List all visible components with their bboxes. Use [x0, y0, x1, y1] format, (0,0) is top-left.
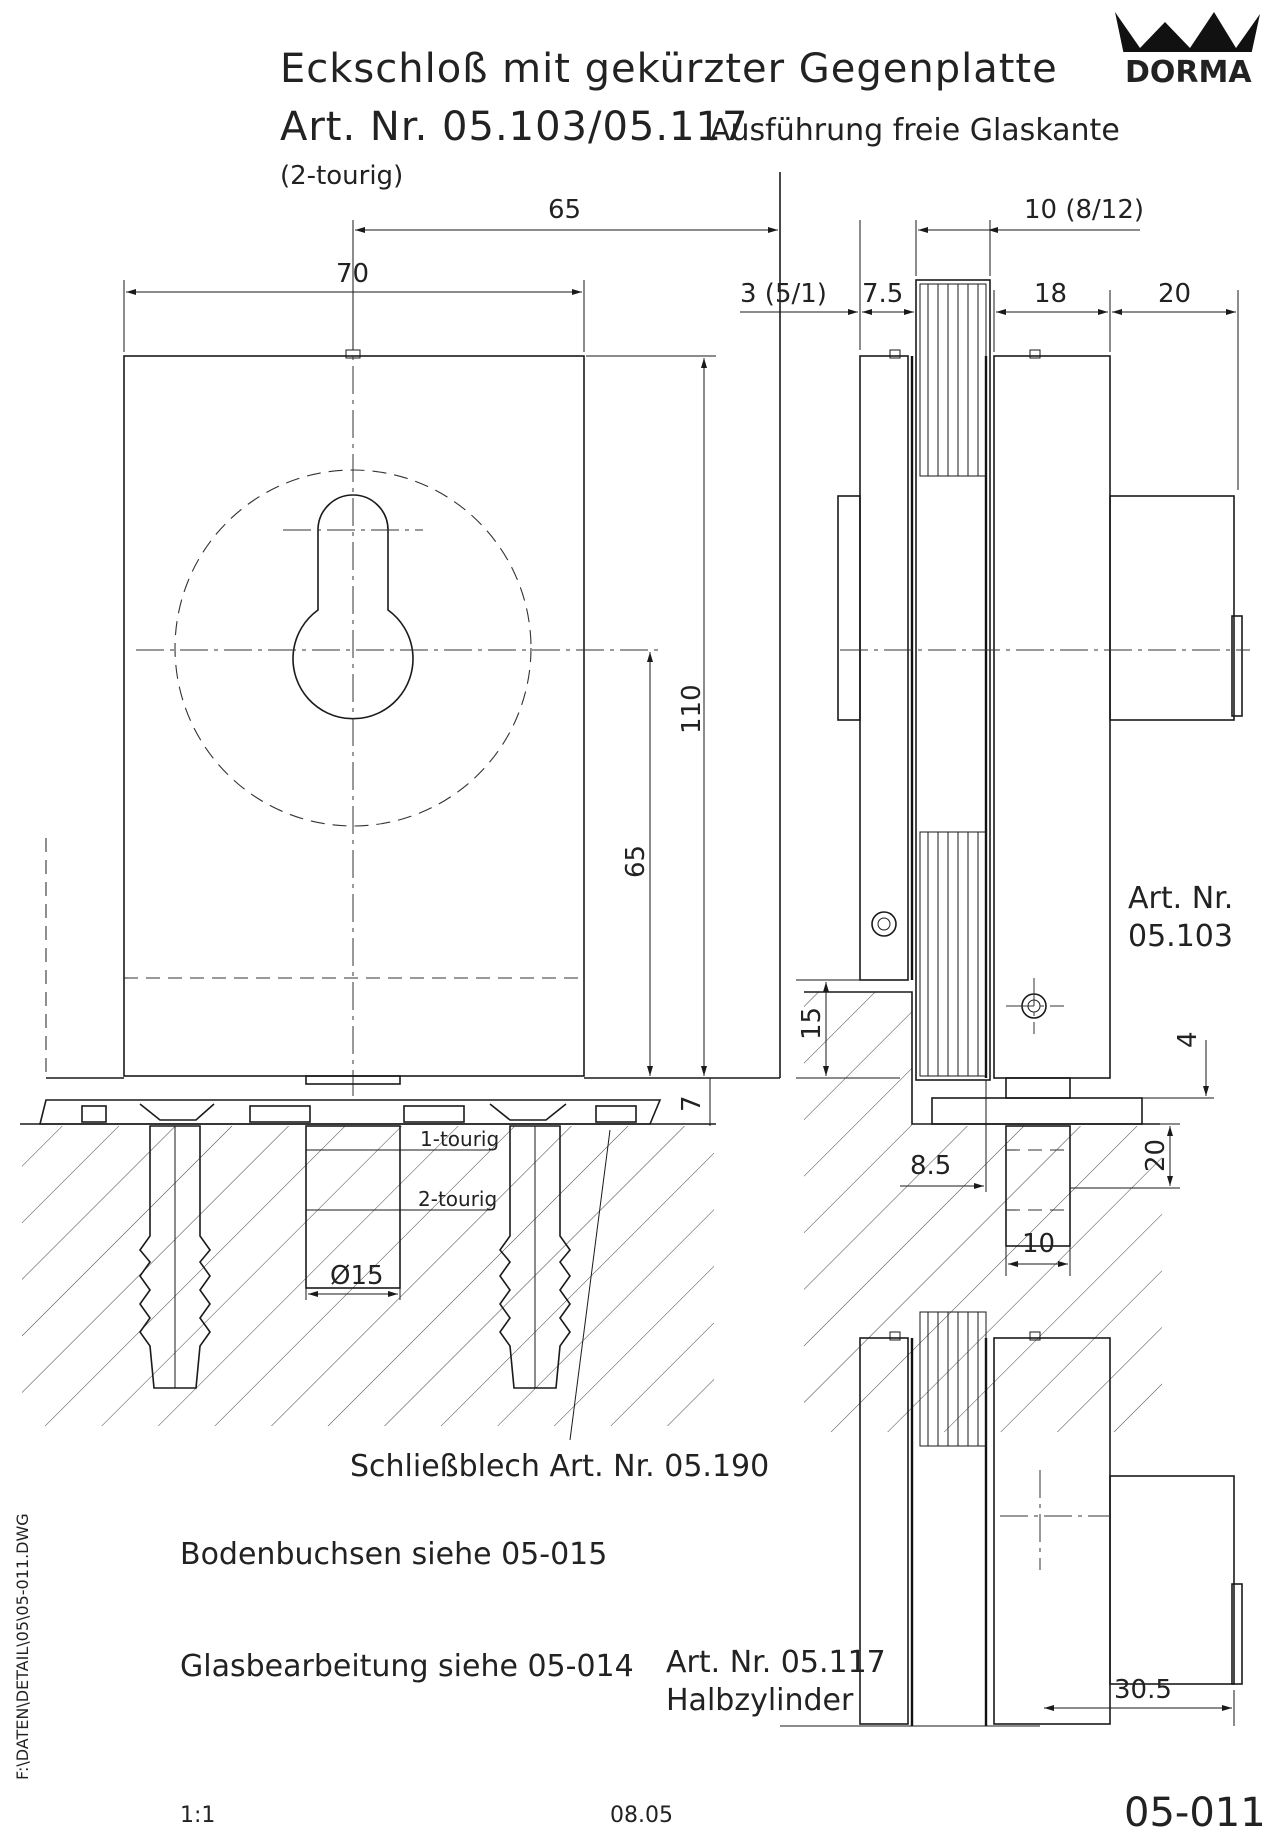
dim-20-top: 20: [1158, 279, 1191, 309]
date-label: 08.05: [610, 1803, 673, 1828]
title-line-3: (2-tourig): [280, 161, 403, 191]
title-line-1: Eckschloß mit gekürzter Gegenplatte: [280, 46, 1058, 92]
dim-15: 15: [797, 1007, 827, 1040]
side-view-05117: 30.5 Art. Nr. 05.117 Halbzylinder: [666, 1311, 1243, 1727]
cylinder-body: [1109, 495, 1235, 721]
glass-pane: [915, 279, 991, 1081]
label-1-tourig: 1-tourig: [420, 1127, 499, 1151]
label-art-103-line2: 05.103: [1128, 919, 1233, 954]
label-2-tourig: 2-tourig: [418, 1187, 497, 1211]
crown-icon: [1115, 12, 1260, 60]
label-art-117-line1: Art. Nr. 05.117: [666, 1645, 886, 1680]
sheet-number: 05-011: [1124, 1790, 1266, 1836]
floor-hatch: [912, 1126, 1162, 1432]
keyhole-icon: [292, 494, 414, 720]
dim-20-side: 20: [1141, 1139, 1171, 1172]
title-suffix: Ausführung freie Glaskante: [710, 113, 1120, 148]
title-block: Eckschloß mit gekürzter Gegenplatte Art.…: [280, 46, 1120, 191]
title-line-2: Art. Nr. 05.103/05.117: [280, 104, 748, 150]
anchor-left: [138, 1125, 212, 1389]
dim-diameter-15: Ø15: [330, 1261, 384, 1291]
anchor-right: [498, 1125, 572, 1389]
note-bodenbuchsen: Bodenbuchsen siehe 05-015: [180, 1537, 607, 1572]
scale-label: 1:1: [180, 1803, 215, 1828]
floor-hatch: [22, 1126, 714, 1426]
label-art-103-line1: Art. Nr.: [1128, 881, 1233, 916]
left-lock-body: [859, 355, 909, 981]
dim-30-5: 30.5: [1114, 1675, 1172, 1705]
file-path: F:\DATEN\DETAIL\05\05-011.DWG: [13, 1513, 32, 1780]
right-lock-body: [993, 355, 1111, 1079]
dim-70: 70: [336, 259, 369, 289]
side-view-05103: 10 (8/12) 3 (5/1) 7.5 18 20 15 4 20 8.5: [740, 195, 1250, 1432]
note-glasbearbeitung: Glasbearbeitung siehe 05-014: [180, 1649, 634, 1684]
dim-7-5: 7.5: [862, 279, 903, 309]
gasket-top: [919, 1311, 987, 1447]
dim-7: 7: [677, 1095, 707, 1112]
label-art-117-line2: Halbzylinder: [666, 1683, 854, 1718]
dim-110: 110: [677, 684, 707, 734]
screw-icon: [871, 911, 897, 937]
dim-10-bottom: 10: [1022, 1229, 1055, 1259]
lock-plate-front: [123, 355, 585, 1077]
dim-65-vertical: 65: [621, 845, 651, 878]
half-cylinder-body: [1109, 1475, 1235, 1685]
dim-65-top: 65: [548, 195, 581, 225]
front-view: 65 70 110 65 7 1-tourig 2-tourig Ø15 Sch…: [20, 172, 781, 1484]
gasket-top: [919, 283, 987, 477]
gasket-bottom: [919, 831, 987, 1077]
dim-4: 4: [1173, 1031, 1203, 1048]
dorma-logo: DORMA: [1115, 12, 1263, 90]
dim-18: 18: [1034, 279, 1067, 309]
dim-3: 3 (5/1): [740, 279, 827, 309]
dim-10-top: 10 (8/12): [1024, 195, 1144, 225]
dim-8-5: 8.5: [910, 1151, 951, 1181]
label-schliessblech: Schließblech Art. Nr. 05.190: [350, 1449, 769, 1484]
logo-text: DORMA: [1125, 55, 1252, 90]
floor-hatch: [804, 992, 912, 1432]
